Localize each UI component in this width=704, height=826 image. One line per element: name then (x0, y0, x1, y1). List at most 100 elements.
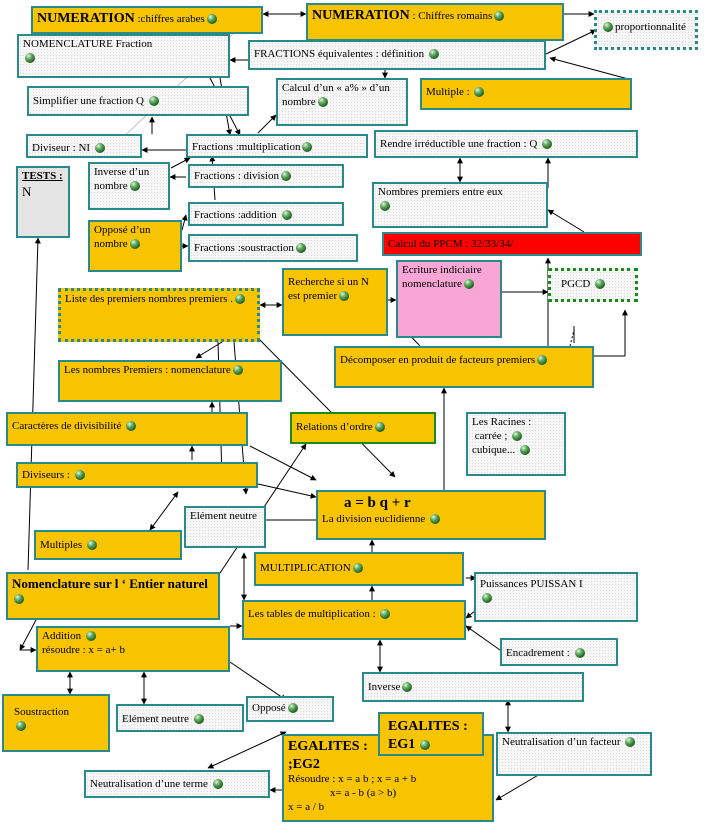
node-label: Neutralisation d’un facteur (502, 736, 621, 748)
node-encadrement[interactable]: Encadrement : (500, 638, 618, 666)
green-ball-icon (280, 171, 291, 182)
node-inverse-nombre[interactable]: Inverse d’un nombre (88, 162, 170, 210)
green-ball-icon (595, 279, 606, 290)
link (27, 237, 41, 571)
node-label: Diviseur : NI (32, 142, 91, 154)
node-title: NUMERATION (37, 11, 135, 26)
node-neutralisation-terme[interactable]: Neutralisation d’une terme (84, 770, 270, 798)
node-liste-premiers-nombres-premiers[interactable]: Liste des premiers nombres premiers . (58, 288, 260, 342)
node-numeration-chiffres-romains[interactable]: NUMERATION : Chiffres romains (306, 3, 564, 41)
link (181, 214, 188, 231)
node-label: Multiple : (426, 86, 473, 98)
green-ball-icon (295, 243, 306, 254)
node-numeration-chiffres-arabes[interactable]: NUMERATION :chiffres arabes (31, 6, 263, 34)
node-inverse[interactable]: Inverse (362, 672, 584, 702)
green-ball-icon (339, 291, 350, 302)
node-calcul-ppcm[interactable]: Calcul du PPCM : 32/33/34/ (382, 232, 642, 256)
node-neutralisation-facteur[interactable]: Neutralisation d’un facteur (496, 732, 652, 776)
node-pgcd[interactable]: PGCD (548, 268, 638, 302)
link (257, 114, 277, 134)
node-oppose[interactable]: Opposé (246, 696, 334, 722)
node-fractions-equivalentes[interactable]: FRACTIONS équivalentes : définition (248, 40, 546, 70)
node-decomposer-facteurs-premiers[interactable]: Décomposer en produit de facteurs premie… (334, 346, 594, 388)
node-label: Fractions : division (194, 170, 279, 182)
node-multiples[interactable]: Multiples (34, 530, 182, 560)
green-ball-icon (85, 631, 96, 642)
node-line: x = a / b (288, 800, 325, 813)
node-proportionnalite[interactable]: proportionnalité (594, 10, 698, 50)
node-tables-multiplication[interactable]: Les tables de multiplication : (242, 600, 466, 640)
node-simplifier-fraction[interactable]: Simplifier une fraction Q (27, 86, 249, 116)
node-racines[interactable]: Les Racines : carrée ; cubique... (466, 412, 566, 476)
node-oppose-nombre[interactable]: Opposé d’un nombre (88, 220, 182, 272)
link (547, 209, 585, 233)
link (569, 329, 575, 347)
green-ball-icon (380, 609, 391, 620)
node-formula: a = b q + r (344, 495, 411, 511)
node-label: Opposé d’un nombre (94, 224, 151, 250)
node-title: TESTS : (22, 170, 63, 182)
node-egalites-eg1[interactable]: EGALITES : EG1 (378, 712, 484, 756)
link (249, 445, 317, 481)
node-label: Calcul d’un « a% » d’un nombre (282, 82, 390, 108)
node-addition[interactable]: Addition résoudre : x = a+ b (36, 626, 230, 672)
node-puissances[interactable]: Puissances PUISSAN I (474, 572, 638, 622)
node-nomenclature-entier-naturel[interactable]: Nomenclature sur l ‘ Entier naturel (6, 572, 220, 620)
node-ecriture-indiciaire[interactable]: Ecriture indiciaire nomenclature (396, 260, 502, 338)
node-nombres-premiers-entre-eux[interactable]: Nombres premiers entre eux (372, 182, 548, 228)
node-fractions-soustraction[interactable]: Fractions :soustraction (188, 234, 358, 262)
green-ball-icon (482, 593, 492, 604)
node-label: :chiffres arabes (134, 13, 205, 25)
node-diviseurs[interactable]: Diviseurs : (16, 462, 258, 488)
node-element-neutre-bottom[interactable]: Elément neutre (116, 704, 244, 732)
node-label: Inverse (368, 681, 401, 693)
node-soustraction[interactable]: Soustraction (2, 694, 110, 752)
node-diviseur-ni[interactable]: Diviseur : NI (26, 134, 142, 158)
node-element-neutre-top[interactable]: Elément neutre (184, 506, 266, 548)
node-recherche-n-premier[interactable]: Recherche si un N est premier (282, 268, 388, 336)
green-ball-icon (129, 239, 140, 250)
node-nomenclature-fraction[interactable]: NOMENCLATURE Fraction (17, 34, 230, 78)
node-relations-ordre[interactable]: Relations d’ordre (290, 412, 436, 444)
green-ball-icon (603, 22, 613, 33)
node-nombres-premiers-nomenclature[interactable]: Les nombres Premiers : nomenclature (58, 360, 282, 402)
node-label: Inverse d’un nombre (94, 166, 150, 192)
node-label: Relations d’ordre (296, 421, 373, 433)
green-ball-icon (428, 49, 439, 60)
green-ball-icon (193, 714, 204, 725)
link (149, 491, 179, 531)
node-label: : Chiffres romains (409, 10, 493, 22)
node-fractions-addition[interactable]: Fractions :addition (188, 202, 344, 226)
node-fractions-multiplication[interactable]: Fractions :multiplication (186, 134, 368, 158)
node-label: proportionnalité (615, 21, 686, 33)
node-multiple[interactable]: Multiple : (420, 78, 632, 110)
green-ball-icon (419, 739, 430, 750)
node-subtitle: ;EG2 (288, 756, 320, 772)
node-label: FRACTIONS équivalentes : définition (254, 48, 425, 60)
node-caracteres-divisibilite[interactable]: Caractères de divisibilité (6, 412, 248, 446)
green-ball-icon (232, 365, 243, 376)
node-label: Nomenclature sur l ‘ Entier naturel (12, 576, 208, 591)
node-fractions-division[interactable]: Fractions : division (188, 164, 344, 188)
green-ball-icon (148, 96, 159, 107)
node-label: Rendre irréductible une fraction : Q (380, 138, 538, 150)
node-multiplication[interactable]: MULTIPLICATION (254, 552, 464, 586)
green-ball-icon (574, 648, 585, 659)
node-rendre-irreductible[interactable]: Rendre irréductible une fraction : Q (374, 130, 638, 158)
node-tests[interactable]: TESTS :N (16, 166, 70, 238)
green-ball-icon (317, 97, 328, 108)
node-label: Diviseurs : (22, 469, 73, 481)
link (170, 157, 191, 169)
node-label: Calcul du PPCM : 32/33/34/ (388, 238, 514, 250)
green-ball-icon (474, 87, 485, 98)
node-line: Résoudre : x = a b ; x = a + b (288, 773, 417, 785)
node-label: NOMENCLATURE Fraction (23, 38, 153, 50)
node-label: Décomposer en produit de facteurs premie… (340, 354, 536, 366)
node-calcul-pourcentage[interactable]: Calcul d’un « a% » d’un nombre (276, 78, 408, 126)
link (207, 731, 287, 769)
node-label: Encadrement : (506, 647, 573, 659)
node-label: PGCD (561, 278, 591, 290)
node-title: EGALITES : (288, 739, 368, 754)
node-label: Simplifier une fraction Q (33, 95, 144, 107)
